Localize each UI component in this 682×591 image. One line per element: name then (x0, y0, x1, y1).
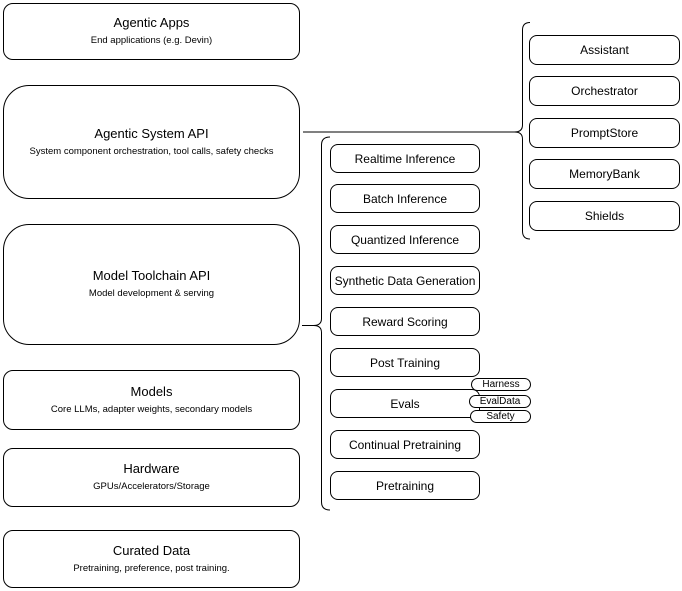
box-label: Pretraining (375, 478, 435, 493)
box-title: Agentic Apps (113, 15, 190, 31)
tag-harness: Harness (471, 378, 531, 391)
box-subtitle: Pretraining, preference, post training. (73, 562, 230, 574)
box-evals: Evals (330, 389, 480, 418)
box-label: Continual Pretraining (348, 437, 462, 452)
box-label: Shields (584, 209, 625, 223)
box-agentic-apps: Agentic Apps End applications (e.g. Devi… (3, 3, 300, 60)
box-label: Realtime Inference (354, 151, 456, 166)
box-subtitle: System component orchestration, tool cal… (29, 145, 274, 157)
box-batch-inference: Batch Inference (330, 184, 480, 213)
box-continual-pretraining: Continual Pretraining (330, 430, 480, 459)
system-brace (514, 22, 531, 240)
tag-label: EvalData (479, 395, 521, 407)
box-title: Hardware (123, 461, 180, 477)
box-realtime-inference: Realtime Inference (330, 144, 480, 173)
box-model-toolchain-api: Model Toolchain API Model development & … (3, 224, 300, 345)
box-label: Batch Inference (362, 191, 448, 206)
box-curated-data: Curated Data Pretraining, preference, po… (3, 530, 300, 588)
tag-label: Harness (482, 378, 520, 390)
tag-safety: Safety (470, 410, 531, 423)
box-label: Quantized Inference (350, 232, 460, 247)
box-subtitle: GPUs/Accelerators/Storage (93, 481, 210, 493)
toolchain-brace (313, 136, 331, 511)
tag-evaldata: EvalData (469, 395, 531, 408)
box-subtitle: Model development & serving (88, 288, 215, 300)
box-label: MemoryBank (569, 167, 640, 181)
box-label: Orchestrator (571, 84, 638, 98)
box-shields: Shields (529, 201, 680, 231)
box-label: Assistant (580, 43, 629, 57)
box-title: Agentic System API (94, 125, 209, 141)
box-label: Reward Scoring (362, 314, 448, 329)
box-title: Models (130, 383, 173, 399)
box-reward-scoring: Reward Scoring (330, 307, 480, 336)
box-label: Post Training (369, 355, 441, 370)
box-orchestrator: Orchestrator (529, 76, 680, 106)
box-subtitle: Core LLMs, adapter weights, secondary mo… (50, 403, 253, 415)
box-post-training: Post Training (330, 348, 480, 377)
box-agentic-system-api: Agentic System API System component orch… (3, 85, 300, 199)
box-pretraining: Pretraining (330, 471, 480, 500)
box-quantized-inference: Quantized Inference (330, 225, 480, 254)
box-assistant: Assistant (529, 35, 680, 65)
box-label: Evals (390, 396, 420, 411)
box-synthetic-data-generation: Synthetic Data Generation (330, 266, 480, 295)
box-models: Models Core LLMs, adapter weights, secon… (3, 370, 300, 430)
box-hardware: Hardware GPUs/Accelerators/Storage (3, 448, 300, 507)
box-subtitle: End applications (e.g. Devin) (90, 35, 213, 47)
tag-label: Safety (486, 410, 515, 422)
box-memorybank: MemoryBank (529, 159, 680, 189)
box-title: Curated Data (112, 542, 191, 558)
box-label: PromptStore (570, 126, 639, 140)
box-promptstore: PromptStore (529, 118, 680, 148)
box-title: Model Toolchain API (92, 268, 211, 284)
box-label: Synthetic Data Generation (334, 273, 476, 288)
